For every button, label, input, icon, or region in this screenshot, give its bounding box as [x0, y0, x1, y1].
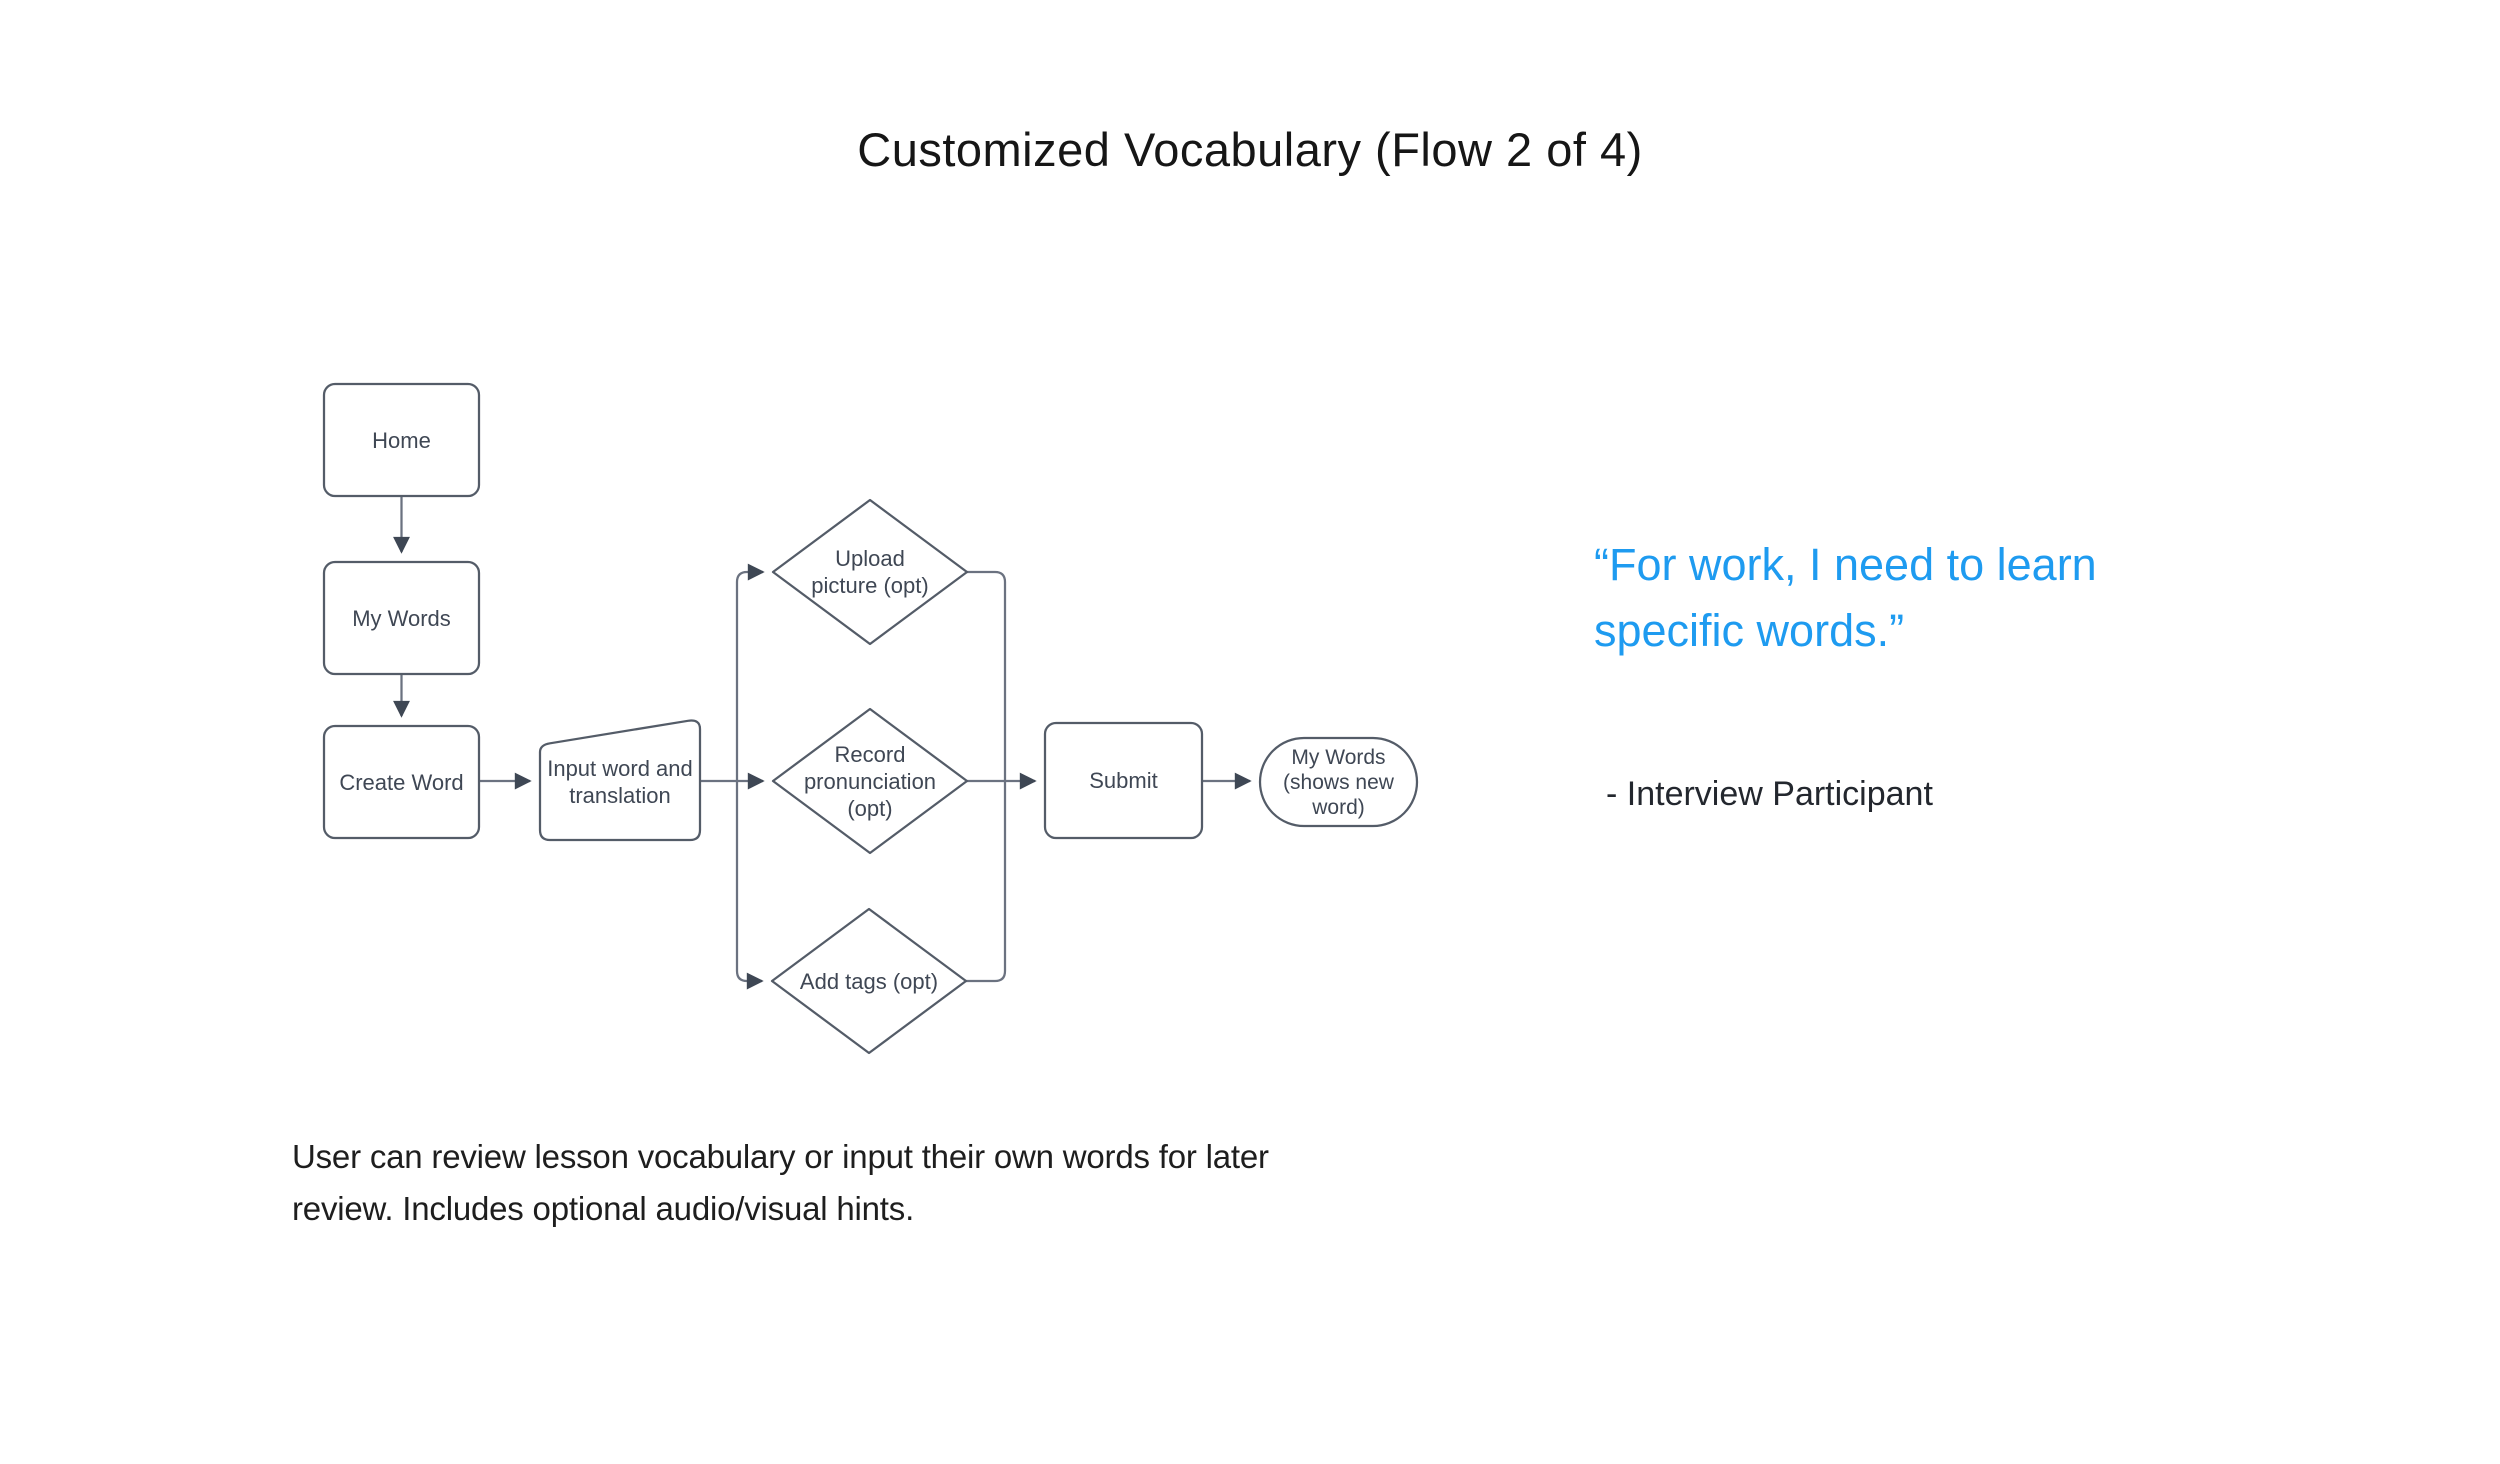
node-uploadpicture-shape [771, 498, 969, 646]
quote-attribution: - Interview Participant [1606, 775, 1933, 813]
node-inputword-shape [538, 719, 702, 842]
node-submit-shape [1043, 721, 1204, 840]
connector-upload-to-merge [967, 570, 1007, 781]
node-addtags-shape [770, 907, 968, 1055]
node-home-shape [322, 382, 481, 498]
node-createword-shape [322, 724, 481, 840]
connector-branch-to-upload [735, 563, 765, 781]
connector-branch-to-addtags [735, 781, 764, 990]
interview-quote: “For work, I need to learn specific word… [1594, 539, 2097, 656]
node-mywordsresult-shape [1258, 736, 1419, 828]
node-recordpronunciation-shape [771, 707, 969, 855]
connector-addtags-to-merge [966, 781, 1007, 983]
page-title: Customized Vocabulary (Flow 2 of 4) [857, 123, 1643, 176]
flow-description: User can review lesson vocabulary or inp… [292, 1138, 1269, 1227]
node-mywords-shape [322, 560, 481, 676]
